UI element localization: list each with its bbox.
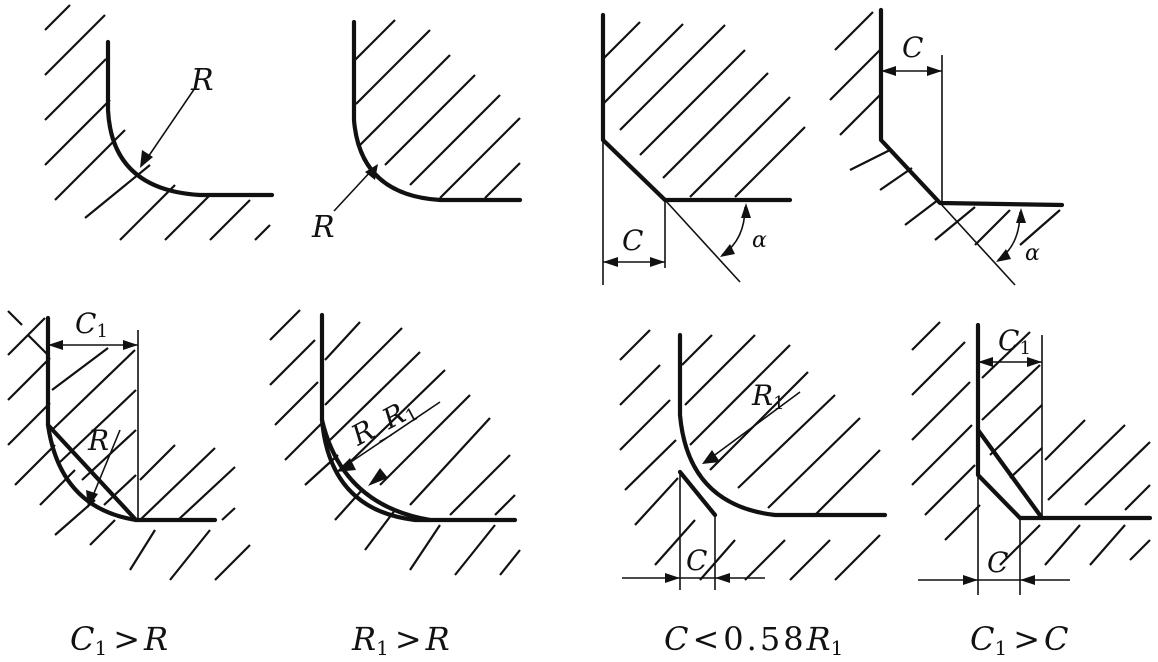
chamfer-edge xyxy=(878,7,1065,208)
arrowhead-right xyxy=(650,257,665,267)
label-C1: C1 xyxy=(75,307,108,342)
arrowhead xyxy=(86,490,98,508)
hatch-lines xyxy=(354,19,521,199)
hatch-lines xyxy=(603,21,806,198)
hatch-lines xyxy=(44,4,271,241)
figure-6-r1-gt-r: R_R1 xyxy=(269,309,521,576)
caption-fig7: C<0.58R1 xyxy=(664,620,843,660)
chamfer-extension xyxy=(664,199,741,283)
arrowhead-left xyxy=(665,573,680,583)
radius-leader xyxy=(91,429,121,499)
fillet-edge-small xyxy=(319,417,433,523)
radius-leader xyxy=(707,391,801,461)
arrowhead-R xyxy=(336,458,356,472)
arrowhead xyxy=(140,150,153,168)
figure-7-c-lt-058r1: R1 C xyxy=(619,329,888,590)
hatch-lines xyxy=(269,309,521,576)
fillet-edge xyxy=(351,19,523,203)
label-alpha: α xyxy=(1025,241,1040,266)
label-R: R xyxy=(190,63,214,98)
arrowhead xyxy=(702,450,720,464)
angle-arrow-bottom xyxy=(720,244,735,257)
label-R: R xyxy=(311,210,335,245)
radius-leader xyxy=(145,87,196,161)
arrowhead-c-left xyxy=(963,575,978,585)
angle-arrow-top xyxy=(1016,208,1026,223)
fillet-edge xyxy=(45,422,139,523)
hatch-lines xyxy=(619,329,881,581)
label-C: C xyxy=(987,546,1008,579)
figure-2-fillet: R xyxy=(311,19,523,245)
chamfer-extension xyxy=(939,202,1016,286)
figure-4-chamfer: C α xyxy=(829,7,1065,286)
figure-8-c1-gt-c: C1 C xyxy=(911,321,1153,595)
arrowhead xyxy=(365,164,378,180)
fillet-edge xyxy=(677,332,888,518)
label-C: C xyxy=(686,544,707,577)
caption-fig6: R1>R xyxy=(351,620,450,660)
chamfer-edge xyxy=(975,322,1153,521)
label-alpha: α xyxy=(752,228,767,253)
label-R: R xyxy=(87,424,109,457)
arrowhead-left xyxy=(881,66,896,76)
angle-arrow-bottom xyxy=(996,249,1011,262)
label-C: C xyxy=(622,224,643,257)
figure-5-c1-gt-r: C1 R xyxy=(7,307,251,581)
angle-arc xyxy=(721,206,746,256)
fillet-edge xyxy=(105,39,275,198)
hatch-lines xyxy=(7,310,251,581)
arrowhead-c1-right xyxy=(1027,357,1042,367)
chamfer-inner-edge xyxy=(975,427,1045,521)
arrowhead-R1 xyxy=(368,468,388,486)
label-R1: R1 xyxy=(751,379,785,414)
arrowhead-c-right xyxy=(1020,575,1035,585)
caption-fig8: C1>C xyxy=(970,620,1069,660)
arrowhead-right xyxy=(927,66,942,76)
arrowhead-right xyxy=(123,340,138,350)
hatch-lines xyxy=(911,321,1151,566)
arrowhead-right xyxy=(715,573,730,583)
figure-3-chamfer: C α xyxy=(600,12,806,285)
chamfer-edge xyxy=(45,315,218,523)
figure-1-fillet: R xyxy=(44,4,275,241)
arrowhead-c1-left xyxy=(978,357,993,367)
label-R-R1: R_R1 xyxy=(345,391,422,454)
label-C1: C1 xyxy=(998,324,1031,359)
arrowhead-left xyxy=(48,340,63,350)
angle-arrow-top xyxy=(741,203,751,218)
arrowhead-left xyxy=(603,257,618,267)
caption-fig5: C1>R xyxy=(70,620,168,660)
chamfer-edge xyxy=(677,469,718,518)
label-C: C xyxy=(902,31,923,64)
chamfer-edge xyxy=(600,12,793,203)
radius-leader xyxy=(341,401,441,469)
radius-leader xyxy=(333,169,373,212)
hatch-lines xyxy=(829,11,1061,246)
